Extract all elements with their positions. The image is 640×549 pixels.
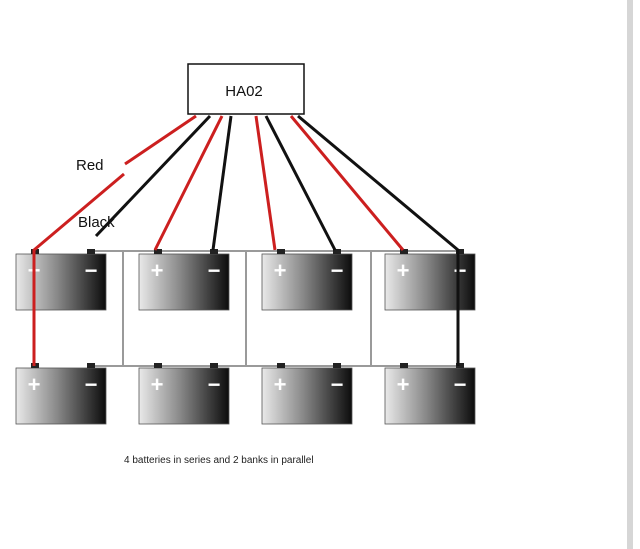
positive-terminal [154,363,162,368]
negative-sign: − [85,372,98,397]
negative-terminal [333,249,341,254]
positive-terminal [154,249,162,254]
black-wire-label: Black [78,214,115,231]
negative-sign: − [208,372,221,397]
frame-edge [627,0,633,549]
positive-sign: + [397,372,410,397]
negative-terminal [210,363,218,368]
parallel-links [32,249,460,366]
black-wire-4 [297,114,459,252]
battery-body [384,253,476,311]
red-wire-4 [289,115,405,251]
battery-body [15,253,107,311]
black-wire-3 [264,115,337,251]
battery-4: +− [384,249,476,311]
battery-5: +− [15,363,107,425]
positive-sign: + [274,372,287,397]
bus-lines [93,250,456,367]
red-wire-1a [124,114,197,166]
caption: 4 batteries in series and 2 banks in par… [124,455,314,466]
battery-8: +− [384,363,476,425]
positive-terminal [277,363,285,368]
negative-sign: − [208,258,221,283]
battery-body [261,367,353,425]
red-wire-1b [33,172,125,252]
red-wire-label: Red [76,157,104,174]
black-wire-2 [211,115,233,251]
battery-1: +− [15,249,107,311]
negative-sign: − [331,258,344,283]
controller-wires [33,114,459,252]
battery-body [384,367,476,425]
battery-6: +− [138,363,230,425]
controller: HA02 [187,63,305,115]
positive-terminal [277,249,285,254]
positive-sign: + [28,372,41,397]
black-wire-1 [94,114,212,238]
positive-sign: + [274,258,287,283]
negative-terminal [456,363,464,368]
battery-body [15,367,107,425]
positive-sign: + [151,372,164,397]
battery-2: +− [138,249,230,311]
negative-terminal [87,363,95,368]
red-wire-3 [254,115,277,251]
battery-3: +− [261,249,353,311]
negative-terminal [333,363,341,368]
battery-body [261,253,353,311]
negative-sign: − [331,372,344,397]
negative-terminal [456,249,464,254]
positive-sign: + [151,258,164,283]
controller-box [187,63,305,115]
battery-7: +− [261,363,353,425]
battery-bank: +−+−+−+−+−+−+−+− [15,249,476,425]
red-wire-2 [153,115,224,251]
negative-terminal [87,249,95,254]
positive-sign: + [397,258,410,283]
battery-body [138,253,230,311]
negative-sign: − [85,258,98,283]
negative-sign: − [454,258,467,283]
negative-terminal [210,249,218,254]
positive-terminal [400,363,408,368]
positive-terminal [400,249,408,254]
controller-label: HA02 [225,83,263,100]
battery-body [138,367,230,425]
negative-sign: − [454,372,467,397]
